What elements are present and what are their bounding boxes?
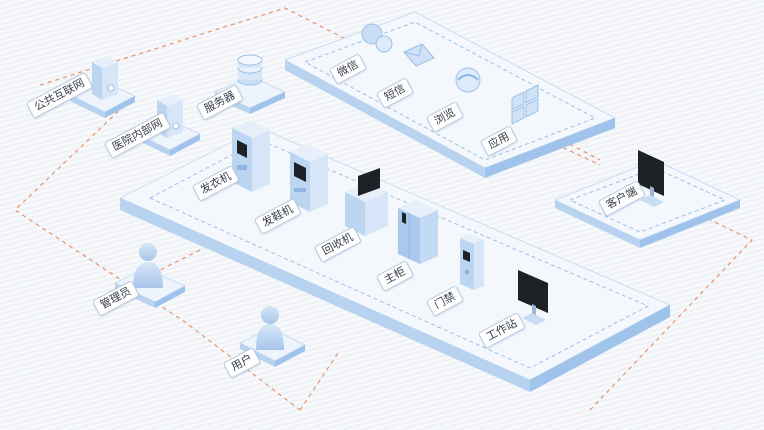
workstation-monitor-icon — [518, 270, 548, 325]
connector-right — [589, 214, 754, 411]
connector-admin — [149, 249, 201, 276]
access-control-icon — [460, 234, 484, 290]
app-grid-icon — [511, 84, 539, 125]
connector-user — [299, 349, 341, 411]
connector-apps-client — [519, 117, 601, 161]
person-icon — [133, 243, 163, 288]
devices-platform — [118, 127, 672, 392]
apps-platform — [283, 11, 617, 178]
database-server-icon — [237, 54, 263, 86]
recycler-icon — [345, 168, 388, 236]
client-monitor-icon — [638, 150, 664, 207]
envelope-icon — [403, 43, 435, 67]
person-icon — [256, 306, 284, 350]
browser-icon — [455, 67, 481, 93]
chat-bubbles-icon — [361, 23, 393, 53]
server-icon — [92, 56, 118, 100]
main-cabinet-icon — [398, 200, 438, 264]
shoe-dispenser-icon — [290, 144, 328, 212]
